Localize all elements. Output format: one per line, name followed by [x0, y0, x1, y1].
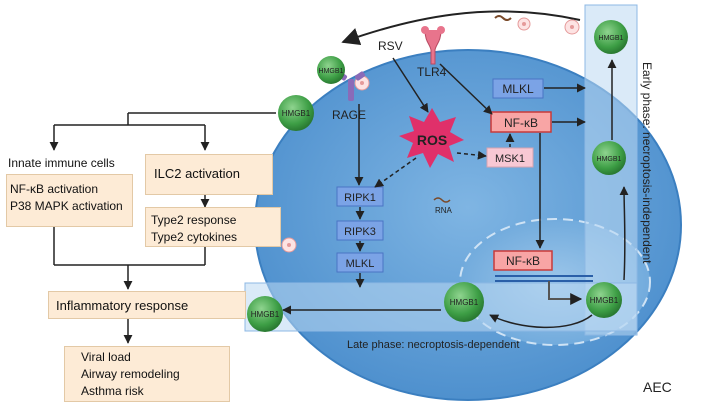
- ros-star: [399, 108, 464, 168]
- hmgb1-label: HMGB1: [282, 109, 311, 118]
- ilc2-box: ILC2 activation: [145, 154, 273, 195]
- arrow-tlr4-nfkb: [439, 63, 493, 115]
- tlr4-label: TLR4: [417, 65, 447, 79]
- hmgb1-sphere: [317, 56, 345, 84]
- outcome-line: Airway remodeling: [81, 367, 180, 381]
- arrow-ros-msk1: [456, 150, 487, 160]
- hmgb1-sphere: [278, 95, 314, 131]
- ripk3-box: [336, 220, 384, 241]
- hmgb1-sphere: [586, 282, 622, 318]
- inflammatory-box: Inflammatory response: [48, 291, 246, 319]
- outcome-line: Viral load: [81, 350, 131, 364]
- type2-line: Type2 response: [151, 213, 237, 227]
- ripk1-box: [336, 186, 384, 207]
- hmgb1-label: HMGB1: [597, 156, 622, 163]
- arrow-nucleus-hmgb1: [489, 314, 593, 329]
- arrow-ros-ripk1: [374, 157, 417, 188]
- rna-strand-icon: [433, 197, 451, 203]
- innate-line: NF-κB activation: [10, 182, 99, 196]
- nfkb-top-label: NF-κB: [504, 116, 538, 130]
- rna-strand-icon: [494, 15, 512, 21]
- hmgb1-label: HMGB1: [319, 68, 344, 75]
- arrow-dna-hmgb1: [548, 281, 583, 305]
- hmgb1-sphere: [247, 296, 283, 332]
- hmgb1-sphere: [444, 282, 484, 322]
- inflammatory-label: Inflammatory response: [56, 298, 189, 313]
- release-arrow-top: [341, 10, 581, 46]
- type2-line: Type2 cytokines: [151, 230, 238, 244]
- tlr4-receptor-icon: [421, 26, 445, 65]
- ripk3-label: RIPK3: [344, 226, 376, 238]
- hmgb1-label: HMGB1: [450, 298, 479, 307]
- innate-line: P38 MAPK activation: [10, 199, 123, 213]
- nfkb-top-box: [490, 111, 552, 133]
- type2-box: Type2 response Type2 cytokines: [145, 207, 281, 247]
- rsv-label: RSV: [378, 39, 403, 53]
- late-phase-panel: [244, 282, 638, 332]
- arrow-rsv-ros: [392, 57, 429, 113]
- rage-label: RAGE: [332, 108, 366, 122]
- early-phase-label: Early phase: necroptosis-independent: [640, 62, 654, 264]
- arrow-hmgb1-up: [619, 186, 629, 281]
- nfkb-nucleus-label: NF-κB: [506, 254, 540, 268]
- late-phase-label: Late phase: necroptosis-dependent: [347, 339, 519, 351]
- rna-label: RNA: [435, 206, 453, 215]
- hmgb1-label: HMGB1: [251, 310, 280, 319]
- outcome-line: Asthma risk: [81, 384, 144, 398]
- hmgb1-label: HMGB1: [590, 296, 619, 305]
- aec-label: AEC: [643, 379, 672, 395]
- mlkl-top-label: MLKL: [502, 82, 534, 96]
- ripk1-label: RIPK1: [344, 192, 376, 204]
- outcomes-box: Viral load Airway remodeling Asthma risk: [64, 346, 230, 402]
- ilc2-label: ILC2 activation: [154, 166, 240, 181]
- virus-particle: [564, 19, 580, 35]
- ros-label: ROS: [417, 132, 447, 148]
- virus-particle: [281, 237, 297, 253]
- innate-immune-title: Innate immune cells: [8, 156, 115, 170]
- msk1-label: MSK1: [495, 153, 525, 165]
- hmgb1-label: HMGB1: [599, 35, 624, 42]
- mlkl-bottom-box: [336, 252, 384, 273]
- mlkl-top-box: [492, 78, 544, 99]
- hmgb1-sphere: [594, 20, 628, 54]
- nfkb-nucleus-box: [493, 250, 553, 271]
- innate-immune-box: NF-κB activation P38 MAPK activation: [6, 174, 133, 227]
- hmgb1-sphere: [592, 141, 626, 175]
- mlkl-bottom-label: MLKL: [346, 258, 375, 270]
- msk1-box: [486, 147, 534, 168]
- virus-particle: [517, 17, 531, 31]
